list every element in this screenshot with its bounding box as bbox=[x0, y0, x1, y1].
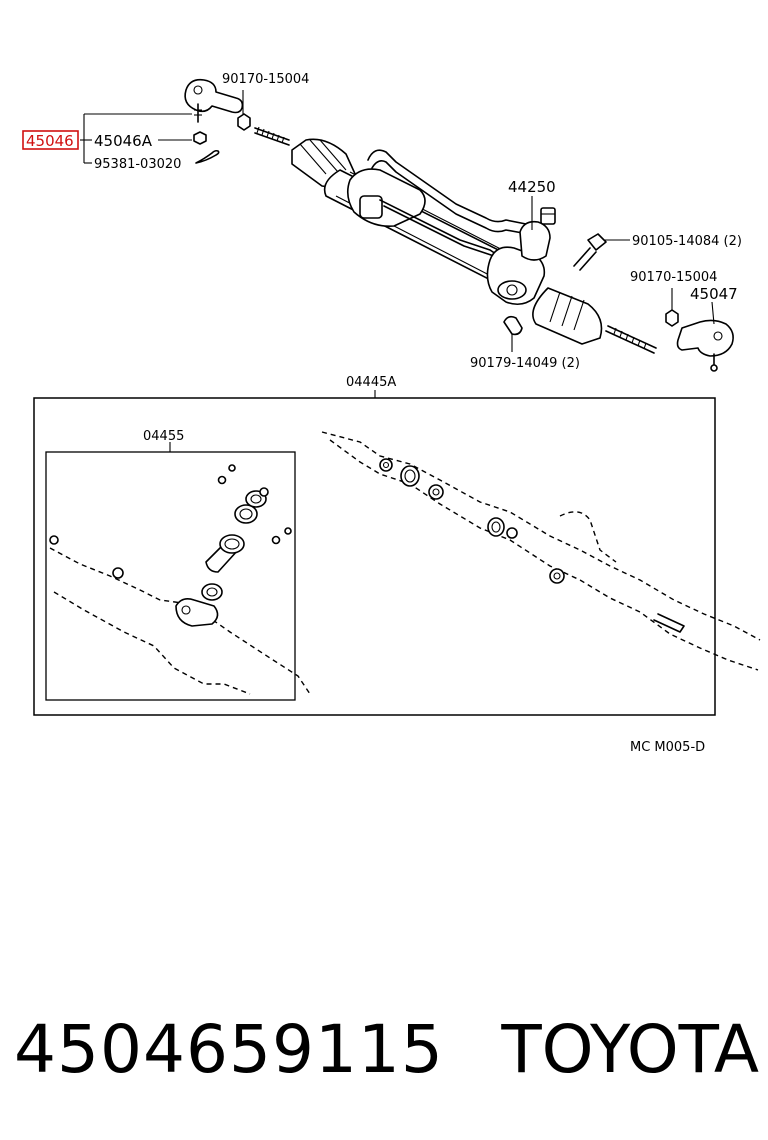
clamp-90179[interactable] bbox=[503, 315, 523, 352]
label-45046[interactable]: 45046 bbox=[26, 132, 74, 150]
label-90170-right[interactable]: 90170-15004 bbox=[630, 270, 717, 285]
seal-kit-box bbox=[45, 442, 296, 701]
housing-phantom-outline bbox=[49, 547, 311, 695]
nut-45046a[interactable] bbox=[193, 131, 207, 145]
group-bracket bbox=[80, 113, 192, 164]
bolt-90105[interactable] bbox=[573, 233, 630, 271]
rack-phantom-outline bbox=[321, 431, 761, 671]
control-valve-44250[interactable] bbox=[519, 196, 556, 261]
label-90179[interactable]: 90179-14049 (2) bbox=[470, 356, 580, 371]
footer-bar: 4504659115 TOYOTA bbox=[14, 1010, 759, 1090]
steering-rack-housing[interactable] bbox=[291, 138, 603, 345]
label-45046a[interactable]: 45046A bbox=[94, 132, 153, 150]
label-04445a[interactable]: 04445A bbox=[346, 375, 396, 390]
label-44250[interactable]: 44250 bbox=[508, 178, 556, 196]
tie-rod-end-left[interactable] bbox=[184, 78, 244, 123]
label-04455[interactable]: 04455 bbox=[143, 429, 184, 444]
label-90105[interactable]: 90105-14084 (2) bbox=[632, 234, 742, 249]
highlight-box bbox=[22, 130, 79, 150]
part-number[interactable]: 4504659115 bbox=[14, 1011, 444, 1088]
cotter-pin[interactable] bbox=[195, 149, 220, 164]
rack-rod-end bbox=[653, 613, 685, 633]
lock-nut-right[interactable] bbox=[665, 288, 679, 327]
tie-rod-end-right[interactable] bbox=[676, 301, 734, 372]
lock-nut-top[interactable] bbox=[237, 90, 251, 131]
thread-left bbox=[254, 126, 290, 146]
label-95381[interactable]: 95381-03020 bbox=[94, 157, 181, 172]
label-45047[interactable]: 45047 bbox=[690, 285, 738, 303]
brand-name: TOYOTA bbox=[501, 1011, 759, 1088]
diagram-code: MC M005-D bbox=[630, 740, 705, 755]
gasket-kit-box bbox=[33, 390, 716, 716]
seal-set-inner[interactable] bbox=[49, 464, 292, 627]
label-90170-top[interactable]: 90170-15004 bbox=[222, 72, 309, 87]
thread-right bbox=[605, 325, 657, 354]
seal-set-right[interactable] bbox=[379, 458, 565, 584]
